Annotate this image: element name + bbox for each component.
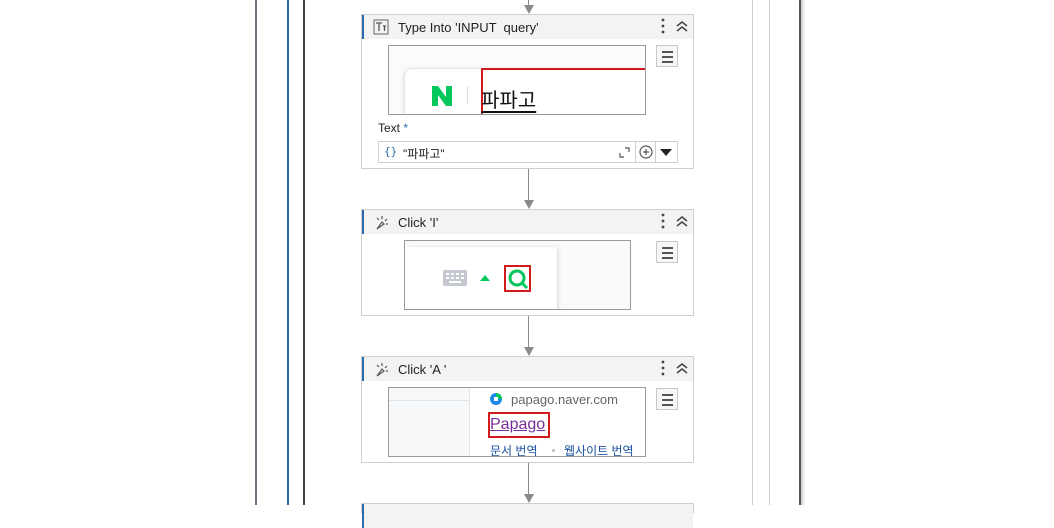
click-icon xyxy=(376,216,388,230)
expand-icon[interactable] xyxy=(619,147,630,158)
sequence-border-right xyxy=(752,0,753,505)
screenshot-preview xyxy=(404,240,631,310)
preview-link: Papago xyxy=(490,416,546,433)
divider xyxy=(467,86,468,104)
panel-border-inner-right xyxy=(769,0,770,505)
input-separator xyxy=(635,142,636,162)
preview-sublink-2: 웹사이트 번역 xyxy=(564,444,634,457)
caret-up-icon xyxy=(480,275,490,281)
more-options-icon[interactable] xyxy=(659,212,667,230)
panel-border-left xyxy=(255,0,257,505)
text-input-value: "파파고" xyxy=(403,147,445,161)
activity-click-i[interactable]: Click 'I' xyxy=(361,209,694,316)
connector-top-arrow xyxy=(524,5,534,14)
preview-menu-button[interactable] xyxy=(656,45,678,67)
activity-type-into[interactable]: Type Into 'INPUT query' 파파고 Text * {} "파… xyxy=(361,14,694,169)
screenshot-preview: 파파고 xyxy=(388,45,646,115)
connector-2 xyxy=(528,316,529,348)
activity-title: Click 'I' xyxy=(398,215,439,230)
preview-sublink-1: 문서 번역 xyxy=(490,444,538,457)
target-highlight xyxy=(488,412,550,438)
expression-prefix: {} xyxy=(384,145,398,158)
sequence-border-left xyxy=(303,0,305,505)
target-highlight xyxy=(504,265,531,292)
preview-left-pane xyxy=(389,388,470,456)
preview-panel xyxy=(405,247,557,309)
preview-menu-button[interactable] xyxy=(656,241,678,263)
more-options-icon[interactable] xyxy=(659,17,667,35)
type-into-icon xyxy=(373,19,389,35)
collapse-icon[interactable] xyxy=(675,214,689,228)
collapse-icon[interactable] xyxy=(675,19,689,33)
sublink-separator xyxy=(552,449,555,452)
connector-2-arrow xyxy=(524,347,534,356)
activity-header[interactable]: Type Into 'INPUT query' xyxy=(362,15,693,39)
connector-1 xyxy=(528,169,529,201)
search-icon xyxy=(508,269,529,290)
text-field-label: Text * xyxy=(378,121,408,135)
required-mark: * xyxy=(403,121,409,135)
activity-header[interactable]: Click 'A ' xyxy=(362,357,693,381)
panel-shadow xyxy=(801,0,805,505)
preview-menu-button[interactable] xyxy=(656,388,678,410)
favicon-icon xyxy=(490,393,502,405)
connector-top xyxy=(528,0,529,6)
activity-header[interactable]: Click 'I' xyxy=(362,210,693,234)
search-box-preview xyxy=(404,68,645,114)
collapse-icon[interactable] xyxy=(675,361,689,375)
naver-logo-icon xyxy=(432,86,452,106)
connector-1-arrow xyxy=(524,200,534,209)
activity-title: Click 'A ' xyxy=(398,362,447,377)
connector-3-arrow xyxy=(524,494,534,503)
chevron-down-icon xyxy=(660,149,672,156)
connector-3 xyxy=(528,463,529,495)
sequence-accent-line xyxy=(287,0,289,505)
activity-click-a[interactable]: Click 'A ' papago.naver.com Papago 문서 번역… xyxy=(361,356,694,463)
more-options-icon[interactable] xyxy=(659,359,667,377)
panel-border-right xyxy=(799,0,801,505)
text-field-label-text: Text xyxy=(378,121,401,135)
typed-preview-text: 파파고 xyxy=(481,90,537,112)
text-input[interactable]: {} "파파고" xyxy=(378,141,656,163)
screenshot-preview: papago.naver.com Papago 문서 번역 웹사이트 번역 xyxy=(388,387,646,457)
preview-divider xyxy=(389,400,469,401)
activity-title: Type Into 'INPUT query' xyxy=(398,20,539,35)
click-icon xyxy=(376,363,388,377)
preview-url: papago.naver.com xyxy=(511,392,618,407)
text-dropdown-button[interactable] xyxy=(656,141,678,163)
activity-header[interactable] xyxy=(362,504,693,528)
plus-icon[interactable] xyxy=(639,145,653,159)
target-highlight xyxy=(481,68,645,114)
keyboard-icon xyxy=(443,270,467,286)
